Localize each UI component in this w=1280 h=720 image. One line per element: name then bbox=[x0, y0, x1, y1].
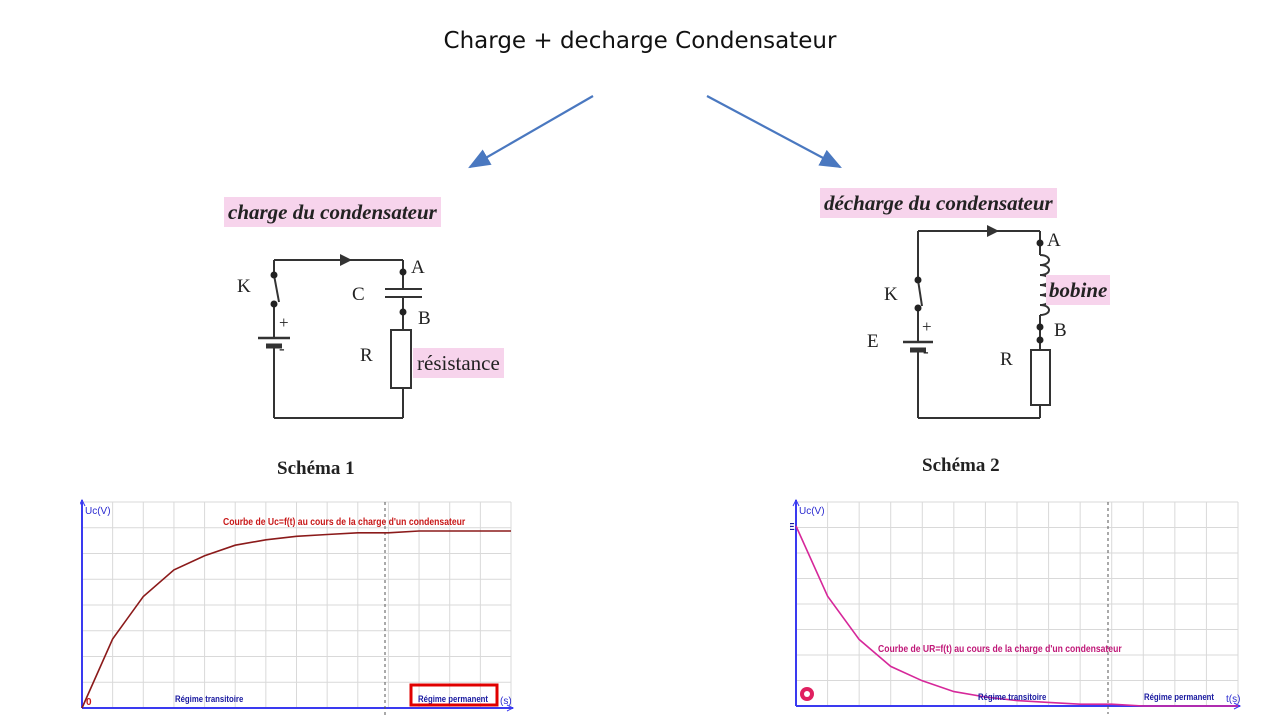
annotation-permanent: Régime permanent bbox=[418, 693, 488, 704]
circuit-charge bbox=[258, 254, 422, 419]
schema-2-label: Schéma 2 bbox=[922, 455, 1000, 476]
annotation-transitoire: Régime transitoire bbox=[175, 693, 243, 704]
label-b-2: B bbox=[1054, 320, 1067, 341]
label-r: R bbox=[360, 345, 373, 366]
permanent-highlight-box bbox=[409, 683, 499, 707]
decharge-chart: Uc(V) Courbe de UR=f(t) au cours de la ch… bbox=[790, 498, 1242, 714]
data-series-line bbox=[81, 530, 511, 709]
label-e: E bbox=[867, 331, 879, 352]
label-b: B bbox=[418, 308, 431, 329]
charge-chart: Uc(V) Courbe de Uc=f(t) au cours de la ch… bbox=[80, 498, 515, 716]
bobine-label: bobine bbox=[1046, 275, 1111, 305]
e-label: E bbox=[790, 522, 795, 533]
label-k-2: K bbox=[884, 284, 898, 305]
y-axis-arrow bbox=[80, 498, 86, 507]
label-minus-2: - bbox=[923, 342, 929, 361]
label-minus: - bbox=[279, 339, 285, 358]
y-axis-arrow bbox=[792, 498, 800, 507]
schema-1-label: Schéma 1 bbox=[277, 458, 355, 479]
arrow-left bbox=[468, 95, 594, 169]
x-axis-label: (s) bbox=[500, 696, 512, 707]
x-axis-arrow bbox=[1233, 702, 1242, 710]
x-axis-arrow bbox=[506, 704, 515, 712]
chart-grid bbox=[81, 501, 512, 709]
label-plus: + bbox=[279, 313, 289, 332]
label-r-2: R bbox=[1000, 349, 1013, 370]
label-c: C bbox=[352, 284, 365, 305]
chart-title: Courbe de Uc=f(t) au cours de la charge … bbox=[223, 516, 465, 528]
data-series-line bbox=[795, 525, 1238, 707]
y-axis-label: Uc(V) bbox=[85, 506, 111, 517]
resistance-label: résistance bbox=[413, 348, 504, 378]
annotation-transitoire: Régime transitoire bbox=[978, 691, 1046, 702]
label-a: A bbox=[411, 257, 425, 278]
charge-heading: charge du condensateur bbox=[224, 197, 441, 227]
label-a-2: A bbox=[1047, 230, 1061, 251]
label-plus-2: + bbox=[922, 317, 932, 336]
chart-grid bbox=[795, 501, 1239, 707]
y-axis-label: Uc(V) bbox=[799, 506, 825, 517]
x-axis-label: t(s) bbox=[1226, 694, 1240, 705]
annotation-permanent: Régime permanent bbox=[1144, 691, 1214, 702]
arrow-right bbox=[706, 95, 842, 169]
circuit-decharge bbox=[903, 225, 1051, 419]
decharge-heading: décharge du condensateur bbox=[820, 188, 1057, 218]
record-dot-center bbox=[804, 691, 810, 697]
origin-label: 0 bbox=[86, 697, 92, 708]
page-title: Charge + decharge Condensateur bbox=[443, 28, 837, 54]
chart-title: Courbe de UR=f(t) au cours de la charge … bbox=[878, 643, 1122, 655]
label-k: K bbox=[237, 276, 251, 297]
